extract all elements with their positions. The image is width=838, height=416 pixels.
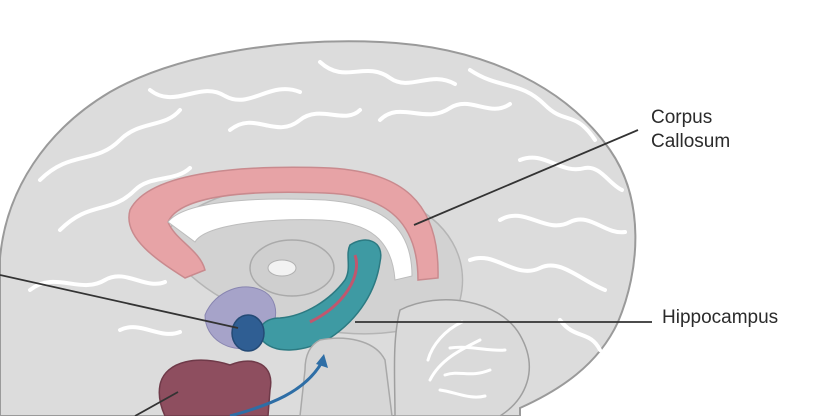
fornix [167,198,413,281]
corpus-callosum [128,166,439,281]
leader-line-bottom [134,391,179,416]
cerebellum [393,299,530,416]
leader-line-corpus-callosum [413,129,639,226]
label-corpus-callosum: Corpus Callosum [651,106,771,154]
interthalamic-adhesion [267,259,297,277]
label-corpus-callosum-line-1: Corpus [651,107,713,128]
pituitary-region [158,359,272,416]
pathway-arrow [229,361,324,416]
pathway-arrowhead [316,354,328,368]
label-corpus-callosum-line-2: Callosum [651,131,731,152]
leader-line-left [0,274,239,329]
gyri-folds [28,60,627,352]
amygdala [231,314,265,352]
label-hippocampus: Hippocampus [662,307,779,328]
hippocampus-inner-stripe [309,254,358,324]
cerebellum-arbor-vitae [426,320,507,399]
